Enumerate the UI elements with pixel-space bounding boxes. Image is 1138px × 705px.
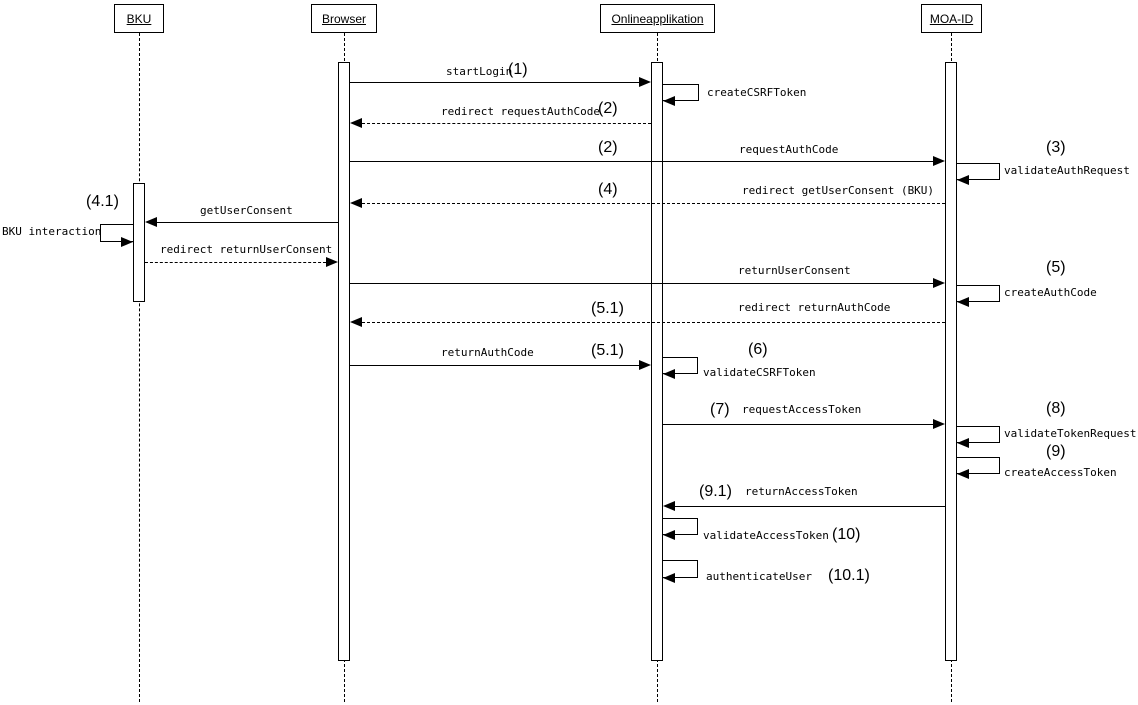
- message-redirect-request-auth-code-num: (2): [598, 100, 618, 117]
- activation-moa-id: [945, 62, 957, 661]
- message-validate-token-request-arrowhead-icon: [957, 438, 969, 448]
- lifeline-bku: [139, 33, 140, 702]
- actor-label-bku: BKU: [126, 11, 152, 26]
- actor-box-bku: BKU: [114, 4, 164, 33]
- message-return-user-consent-line: [350, 283, 933, 284]
- message-redirect-request-auth-code-line: [362, 123, 651, 124]
- message-request-auth-code-line: [350, 161, 933, 162]
- actor-label-moa-id: MOA-ID: [929, 11, 974, 26]
- message-return-user-consent-arrowhead-icon: [933, 278, 945, 288]
- message-validate-auth-request-label: validateAuthRequest: [1004, 164, 1130, 177]
- message-validate-auth-request-num: (3): [1046, 139, 1066, 156]
- message-get-user-consent-arrowhead-icon: [145, 217, 157, 227]
- message-bku-interaction-label: BKU interaction: [2, 225, 102, 238]
- message-create-auth-code-label: createAuthCode: [1004, 286, 1097, 299]
- message-get-user-consent-num: (4.1): [86, 193, 119, 210]
- message-authenticate-user-self-loop: [663, 560, 698, 578]
- message-redirect-return-auth-code-num: (5.1): [591, 300, 624, 317]
- actor-label-browser: Browser: [321, 11, 366, 26]
- message-authenticate-user-label: authenticateUser: [706, 570, 812, 583]
- message-return-access-token-arrowhead-icon: [663, 501, 675, 511]
- message-validate-token-request-num: (8): [1046, 400, 1066, 417]
- message-return-auth-code-num: (5.1): [591, 342, 624, 359]
- message-redirect-return-user-consent-line: [145, 262, 326, 263]
- message-bku-interaction-arrowhead-icon: [121, 237, 133, 247]
- message-request-access-token-arrowhead-icon: [933, 419, 945, 429]
- message-create-csrf-token-self-loop: [663, 84, 699, 101]
- message-validate-csrf-token-label: validateCSRFToken: [703, 366, 816, 379]
- message-create-access-token-num: (9): [1046, 443, 1066, 460]
- actor-box-onlineapplikation: Onlineapplikation: [600, 4, 715, 33]
- message-redirect-get-user-consent-line: [362, 203, 945, 204]
- message-validate-token-request-label: validateTokenRequest: [1004, 427, 1137, 440]
- message-redirect-request-auth-code-arrowhead-icon: [350, 118, 362, 128]
- message-return-auth-code-line: [350, 365, 639, 366]
- message-validate-access-token-arrowhead-icon: [663, 530, 675, 540]
- activation-bku: [133, 183, 145, 302]
- message-redirect-return-auth-code-arrowhead-icon: [350, 317, 362, 327]
- message-validate-auth-request-arrowhead-icon: [957, 175, 969, 185]
- message-validate-auth-request-self-loop: [957, 163, 1000, 180]
- message-redirect-get-user-consent-label: redirect getUserConsent (BKU): [742, 184, 935, 197]
- message-start-login-num: (1): [508, 61, 528, 78]
- message-validate-csrf-token-num: (6): [748, 341, 768, 358]
- message-request-access-token-line: [663, 424, 933, 425]
- actor-label-onlineapplikation: Onlineapplikation: [611, 11, 704, 26]
- message-request-auth-code-num: (2): [598, 139, 618, 156]
- actor-box-moa-id: MOA-ID: [921, 4, 982, 33]
- message-authenticate-user-num: (10.1): [828, 567, 870, 584]
- message-redirect-get-user-consent-arrowhead-icon: [350, 198, 362, 208]
- message-create-access-token-self-loop: [957, 457, 1000, 474]
- message-start-login-arrowhead-icon: [639, 77, 651, 87]
- actor-box-browser: Browser: [311, 4, 377, 33]
- message-validate-access-token-label: validateAccessToken: [703, 529, 829, 542]
- message-validate-csrf-token-self-loop: [663, 357, 698, 374]
- message-redirect-request-auth-code-label: redirect requestAuthCode: [441, 105, 600, 118]
- message-create-access-token-label: createAccessToken: [1004, 466, 1117, 479]
- message-start-login-line: [350, 82, 639, 83]
- message-redirect-get-user-consent-num: (4): [598, 181, 618, 198]
- message-create-auth-code-arrowhead-icon: [957, 297, 969, 307]
- message-redirect-return-user-consent-arrowhead-icon: [326, 257, 338, 267]
- activation-onlineapplikation: [651, 62, 663, 661]
- message-return-user-consent-label: returnUserConsent: [738, 264, 851, 277]
- activation-browser: [338, 62, 350, 661]
- message-return-access-token-line: [675, 506, 945, 507]
- message-redirect-return-user-consent-label: redirect returnUserConsent: [160, 243, 333, 256]
- message-return-auth-code-label: returnAuthCode: [441, 346, 534, 359]
- message-create-csrf-token-arrowhead-icon: [663, 96, 675, 106]
- message-return-auth-code-arrowhead-icon: [639, 360, 651, 370]
- message-authenticate-user-arrowhead-icon: [663, 573, 675, 583]
- message-bku-interaction-self-loop: [100, 224, 133, 242]
- message-request-access-token-num: (7): [710, 401, 730, 418]
- message-create-auth-code-self-loop: [957, 285, 1000, 302]
- message-create-access-token-arrowhead-icon: [957, 469, 969, 479]
- message-create-auth-code-num: (5): [1046, 259, 1066, 276]
- message-redirect-return-auth-code-label: redirect returnAuthCode: [738, 301, 891, 314]
- message-redirect-return-auth-code-line: [362, 322, 945, 323]
- message-request-auth-code-arrowhead-icon: [933, 156, 945, 166]
- message-request-auth-code-label: requestAuthCode: [739, 143, 839, 156]
- message-return-access-token-num: (9.1): [699, 483, 732, 500]
- message-get-user-consent-line: [157, 222, 338, 223]
- message-start-login-label: startLogin: [446, 65, 513, 78]
- message-validate-access-token-num: (10): [832, 526, 861, 543]
- message-validate-access-token-self-loop: [663, 518, 698, 535]
- message-return-access-token-label: returnAccessToken: [745, 485, 858, 498]
- message-validate-csrf-token-arrowhead-icon: [663, 369, 675, 379]
- message-request-access-token-label: requestAccessToken: [742, 403, 862, 416]
- message-validate-token-request-self-loop: [957, 426, 1000, 443]
- message-create-csrf-token-label: createCSRFToken: [707, 86, 807, 99]
- message-get-user-consent-label: getUserConsent: [200, 204, 293, 217]
